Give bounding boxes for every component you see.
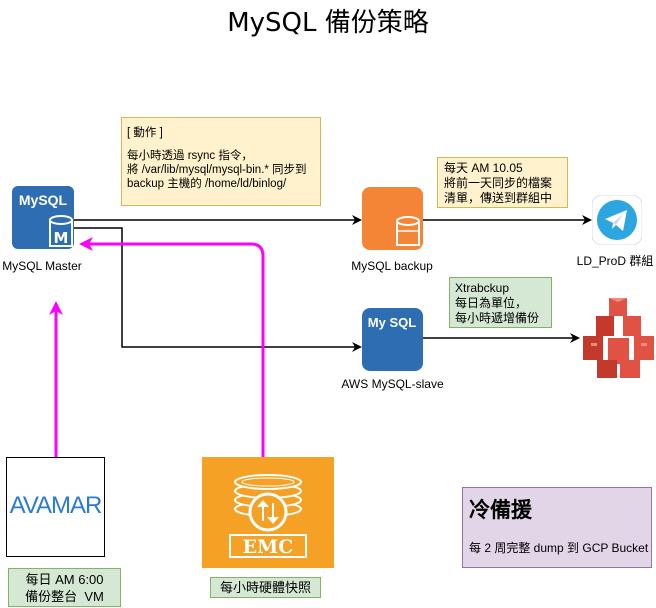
daily-note-line: 每天 AM 10.05 <box>444 161 523 175</box>
mysql-backup-node[interactable] <box>362 186 423 250</box>
xtrabackup-note-line: 每小時遞增備份 <box>455 311 540 325</box>
action-note-line: 每小時透過 rsync 指令， <box>127 150 253 162</box>
emc-note: 每小時硬體快照 <box>210 577 321 598</box>
avamar-note-line: 備份整台 VM <box>25 589 104 604</box>
action-note-heading: [ 動作 ] <box>127 127 163 139</box>
emc-logo-text: EMC <box>243 536 294 558</box>
aws-rds-icon <box>583 294 654 378</box>
aws-mysql-slave-label: AWS MySQL-slave <box>341 377 444 391</box>
xtrabackup-note: Xtrabckup 每日為單位， 每小時遞增備份 <box>449 277 552 328</box>
mysql-master-icon: MySQL M <box>12 186 74 249</box>
telegram-node[interactable] <box>591 194 643 246</box>
rsync-action-note: [ 動作 ] 每小時透過 rsync 指令， 將 /var/lib/mysql/… <box>121 117 321 206</box>
mysql-slave-icon: My SQL <box>362 308 423 371</box>
aws-mysql-slave-node[interactable]: My SQL <box>362 308 423 371</box>
cold-backup-title: 冷備援 <box>469 498 532 522</box>
action-note-line: 將 /var/lib/mysql/mysql-bin.* 同步到 <box>127 164 307 176</box>
daily-note-line: 將前一天同步的檔案 <box>444 176 553 190</box>
daily-note-line: 清單，傳送到群組中 <box>444 191 553 205</box>
mysql-master-label: MySQL Master <box>2 259 82 273</box>
cold-backup-note: 冷備援 每 2 周完整 dump 到 GCP Bucket <box>462 487 652 568</box>
xtrabackup-note-line: Xtrabckup <box>455 281 510 295</box>
cold-backup-text: 每 2 周完整 dump 到 GCP Bucket <box>469 541 649 555</box>
emc-note-text: 每小時硬體快照 <box>219 580 311 595</box>
avamar-note: 每日 AM 6:00 備份整台 VM <box>8 568 121 607</box>
mysql-backup-label: MySQL backup <box>351 259 433 273</box>
emc-to-master-arrow <box>79 237 265 457</box>
avamar-node[interactable]: AVAMAR <box>6 457 105 557</box>
xtrabackup-note-line: 每日為單位， <box>455 296 528 310</box>
slave-icon-text: My SQL <box>368 315 416 330</box>
master-badge: M <box>54 229 69 247</box>
master-to-slave-arrow <box>73 227 362 352</box>
avamar-note-line: 每日 AM 6:00 <box>25 572 104 587</box>
mysql-backup-icon <box>362 186 423 250</box>
telegram-icon <box>591 194 643 246</box>
page-title: MySQL 備份策略 <box>227 8 429 38</box>
emc-storage-icon: EMC <box>202 457 334 568</box>
master-icon-text: MySQL <box>19 192 68 208</box>
telegram-label: LD_ProD 群組 <box>576 254 654 268</box>
aws-database-node[interactable] <box>583 294 654 378</box>
avamar-logo: AVAMAR <box>9 492 103 519</box>
emc-node[interactable]: EMC <box>202 457 334 568</box>
mysql-master-node[interactable]: MySQL M <box>12 186 74 249</box>
action-note-line: backup 主機的 /home/ld/binlog/ <box>127 178 287 190</box>
daily-report-note: 每天 AM 10.05 將前一天同步的檔案 清單，傳送到群組中 <box>437 157 568 208</box>
